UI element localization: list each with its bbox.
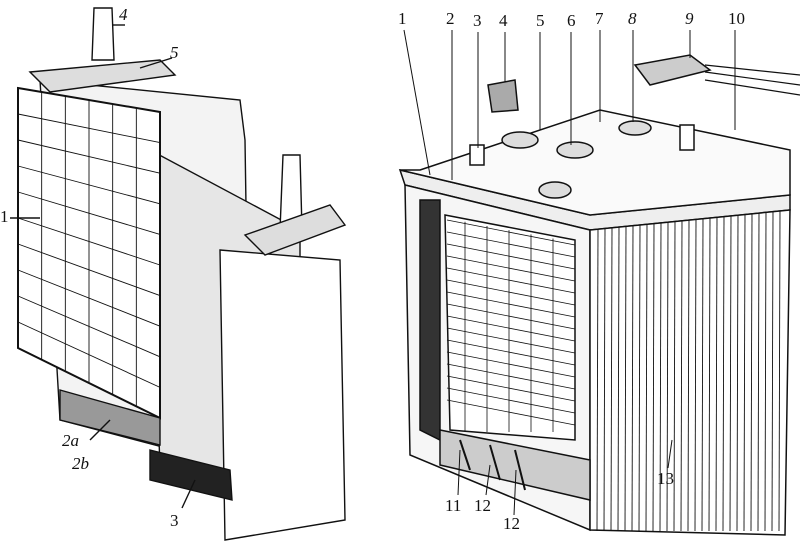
label-r11: 11 bbox=[445, 496, 462, 515]
battery-cutaway bbox=[398, 29, 800, 536]
label-r7: 7 bbox=[595, 9, 604, 28]
hatch-line bbox=[446, 327, 576, 354]
hatch-line bbox=[446, 243, 576, 270]
hatch-line bbox=[771, 211, 774, 532]
hatch-line bbox=[596, 229, 599, 532]
hatch-line bbox=[446, 315, 576, 342]
hatch-line bbox=[750, 213, 753, 532]
hatch-line bbox=[673, 221, 676, 532]
label-r4: 4 bbox=[499, 11, 508, 30]
hatch-line bbox=[659, 222, 662, 532]
hatch-line bbox=[631, 225, 634, 532]
hatch-line bbox=[715, 217, 718, 532]
hatch-line bbox=[446, 399, 576, 426]
hatch-line bbox=[17, 217, 161, 266]
hatch-line bbox=[513, 469, 517, 516]
hatch-line bbox=[446, 339, 576, 366]
hatch-line bbox=[722, 216, 725, 532]
hatch-line bbox=[17, 113, 161, 144]
label-r5: 5 bbox=[536, 11, 545, 30]
hatch-line bbox=[446, 291, 576, 318]
hatch-line bbox=[17, 243, 161, 297]
hatch-line bbox=[617, 227, 620, 532]
hatch-line bbox=[485, 464, 491, 496]
label-4-terminal-post: 4 bbox=[119, 5, 128, 24]
hatch-line bbox=[17, 165, 161, 205]
label-3-plate-group: 3 bbox=[170, 511, 179, 530]
hatch-line bbox=[757, 213, 760, 532]
hatch-line bbox=[446, 219, 576, 246]
hatch-line bbox=[446, 351, 576, 378]
label-r9: 9 bbox=[685, 9, 694, 28]
hatch-line bbox=[403, 29, 431, 176]
hatch-line bbox=[667, 439, 673, 469]
hatch-line bbox=[446, 231, 576, 258]
hatch-line bbox=[17, 191, 161, 235]
hatch-line bbox=[446, 267, 576, 294]
label-r1: 1 bbox=[398, 9, 407, 28]
label-2b-separator: 2b bbox=[72, 454, 89, 473]
hatch-line bbox=[652, 223, 655, 532]
hatch-line bbox=[701, 218, 704, 532]
hatch-line bbox=[645, 224, 648, 532]
label-r13: 13 bbox=[657, 469, 674, 488]
label-r12b: 12 bbox=[503, 514, 520, 533]
hatch-line bbox=[17, 139, 161, 174]
hatch-line bbox=[446, 279, 576, 306]
plate-assembly bbox=[10, 7, 347, 541]
hatch-line bbox=[446, 363, 576, 390]
hatch-line bbox=[680, 220, 683, 532]
hatch-line bbox=[624, 226, 627, 532]
hatch-line bbox=[610, 227, 613, 532]
hatch-line bbox=[17, 295, 161, 358]
hatch-line bbox=[17, 269, 161, 327]
hatch-line bbox=[603, 228, 606, 532]
label-5-connector-strap: 5 bbox=[170, 43, 179, 62]
hatch-line bbox=[457, 449, 461, 496]
hatch-line bbox=[694, 219, 697, 532]
hatch-line bbox=[446, 303, 576, 330]
label-r6: 6 bbox=[567, 11, 576, 30]
hatch-line bbox=[729, 215, 732, 532]
hatch-line bbox=[708, 217, 711, 532]
hatch-line bbox=[743, 214, 746, 532]
label-r12a: 12 bbox=[474, 496, 491, 515]
hatch-line bbox=[736, 215, 739, 532]
label-r3: 3 bbox=[473, 11, 482, 30]
label-r10: 10 bbox=[728, 9, 745, 28]
hatch-line bbox=[446, 255, 576, 282]
label-r8: 8 bbox=[628, 9, 637, 28]
hatch-line bbox=[687, 220, 690, 532]
hatch-line bbox=[764, 212, 767, 532]
label-r2: 2 bbox=[446, 9, 455, 28]
hatch-line bbox=[17, 321, 161, 388]
label-1-plate: 1 bbox=[0, 207, 9, 226]
hatch-line bbox=[446, 387, 576, 414]
hatch-line bbox=[638, 224, 641, 532]
hatch-line bbox=[446, 375, 576, 402]
hatch-line bbox=[666, 222, 669, 532]
label-2a-separator: 2a bbox=[62, 431, 79, 450]
hatch-line bbox=[778, 210, 781, 532]
